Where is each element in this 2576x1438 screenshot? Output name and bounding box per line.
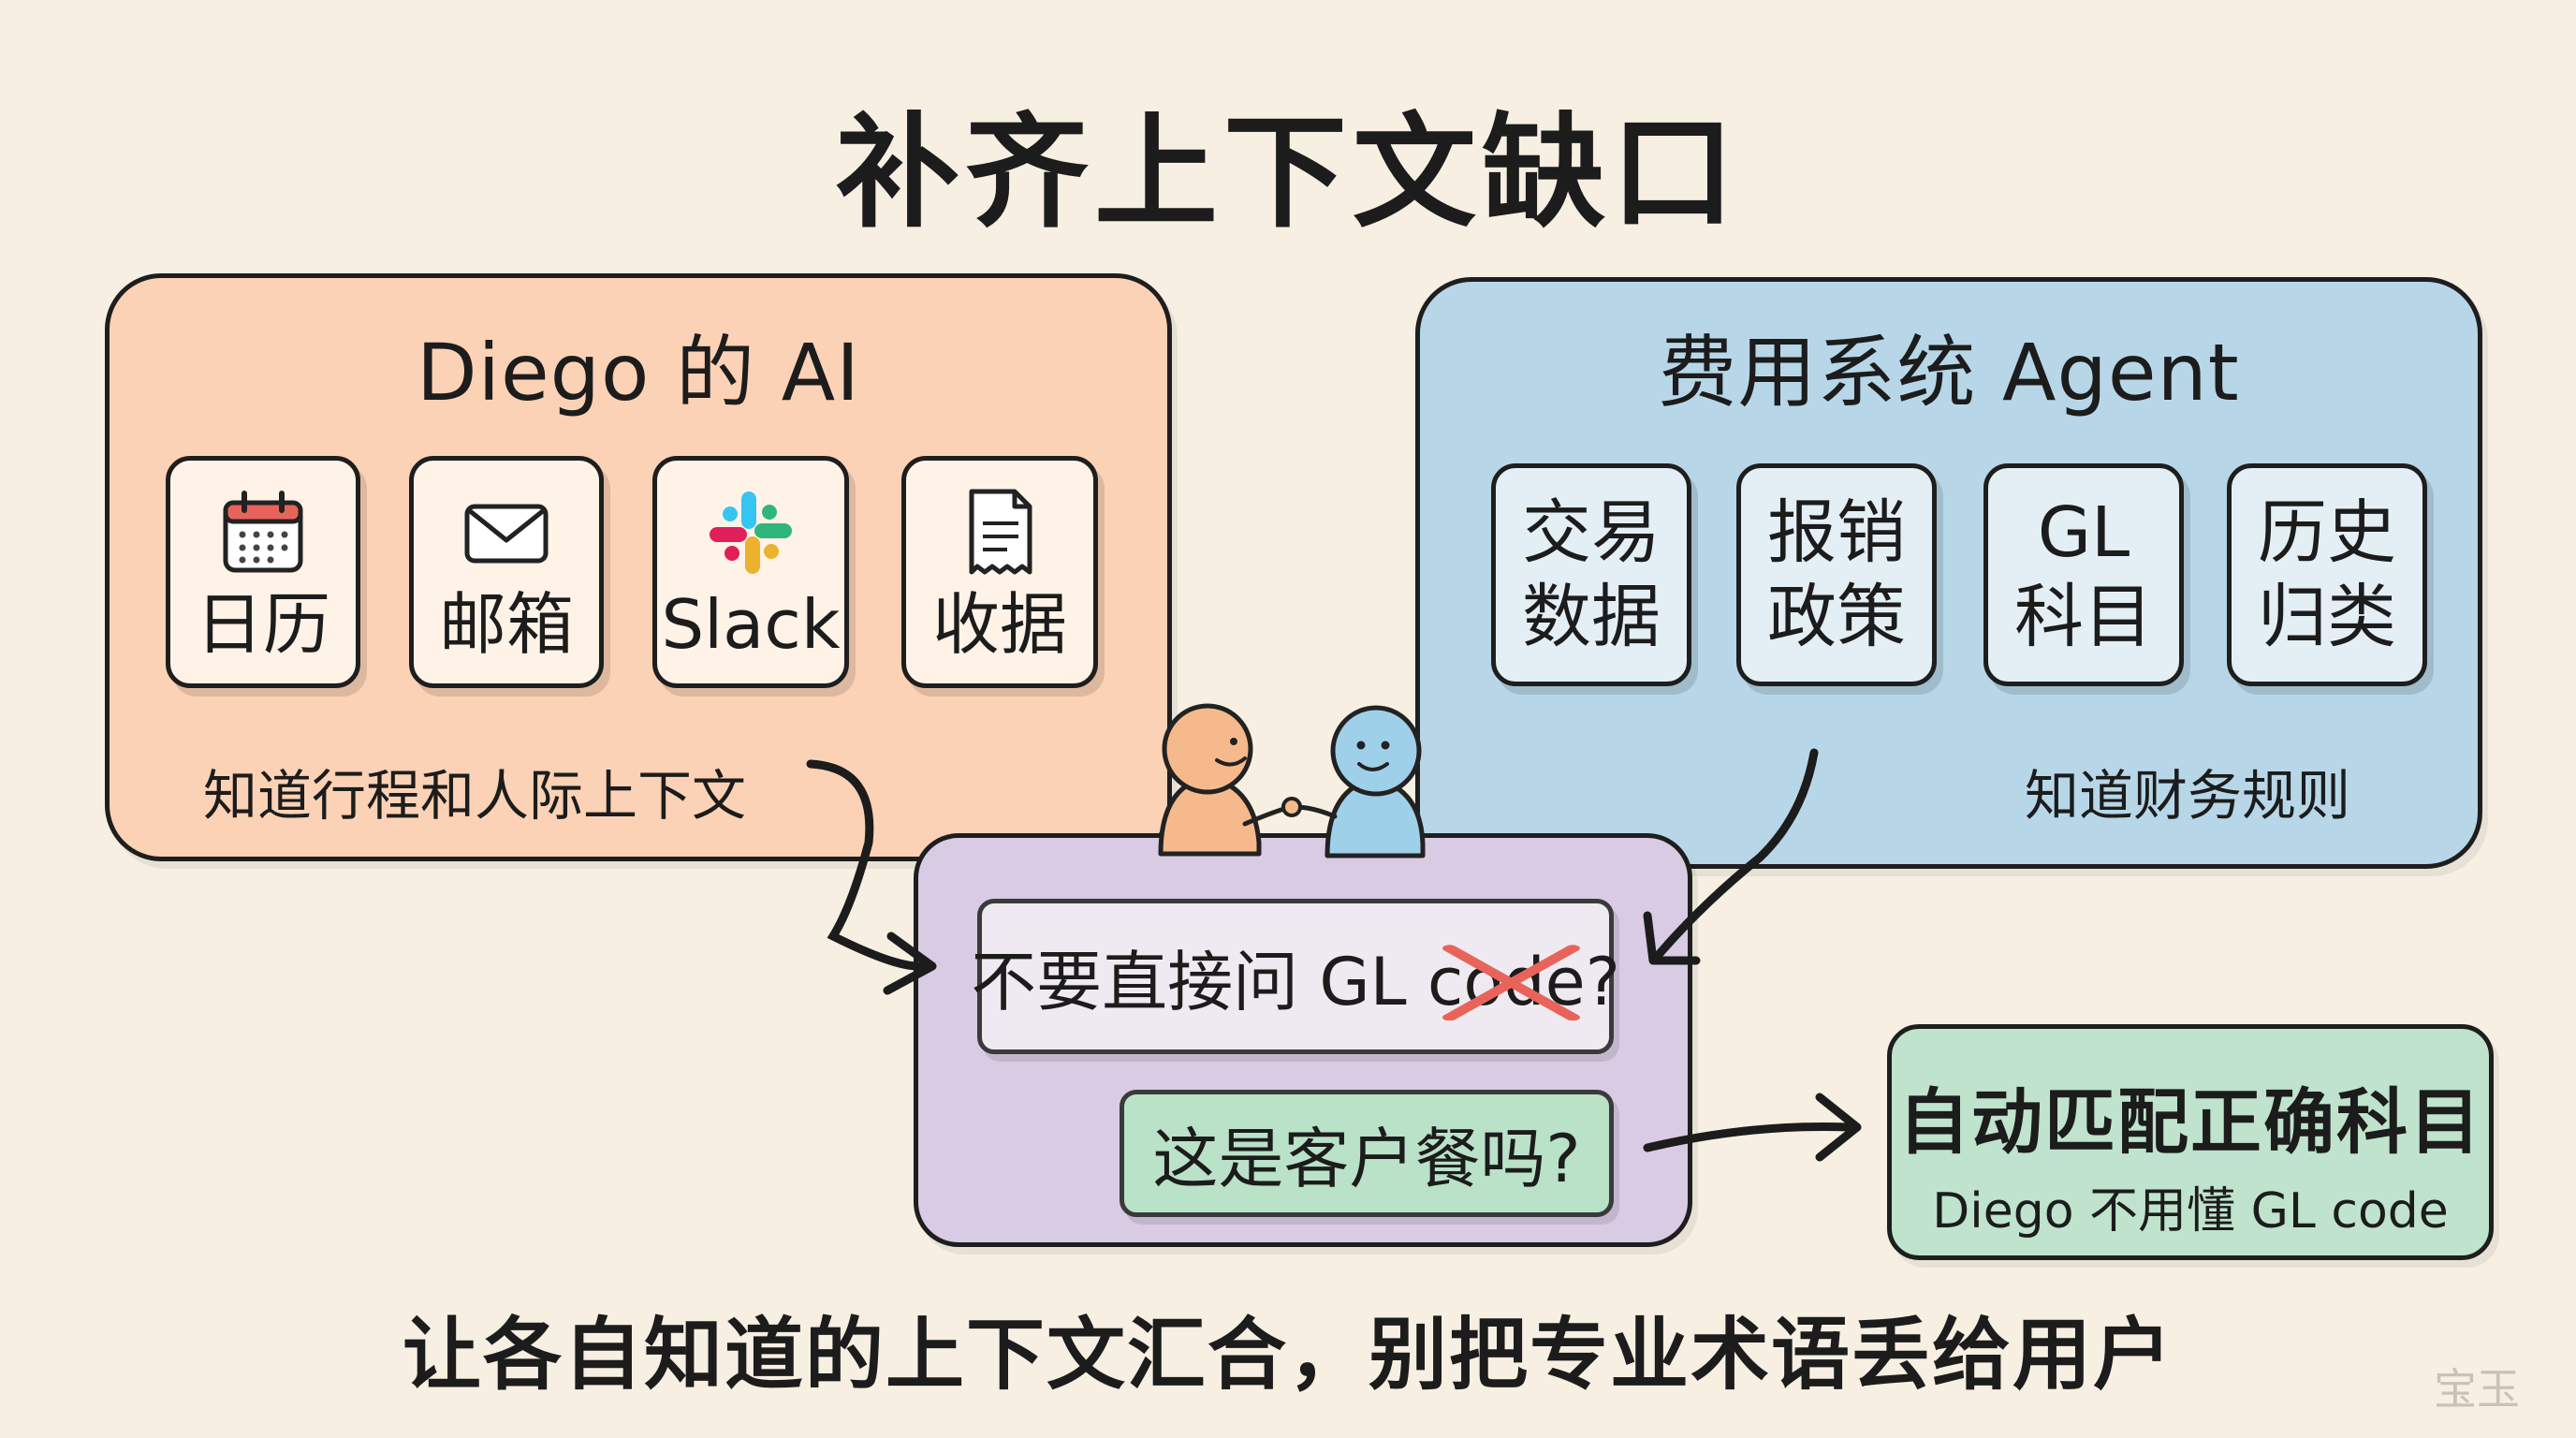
right-caption: 知道财务规则	[2025, 764, 2351, 828]
rejected-question-bubble: 不要直接问 GL code?	[971, 899, 1620, 1054]
panel-result: 自动匹配正确科目 Diego 不用懂 GL code	[1887, 1024, 2494, 1260]
arrow-to-result	[1643, 1093, 1862, 1162]
result-subtitle: Diego 不用懂 GL code	[1932, 1183, 2449, 1240]
card-label-transaction-data: 交易 数据	[1522, 492, 1661, 657]
card-label-history-classification: 历史 归类	[2258, 492, 2396, 657]
page-title: 补齐上下文缺口	[836, 101, 1740, 245]
receipt-icon	[969, 489, 1032, 575]
rejected-question-suffix: ?	[1585, 943, 1620, 1020]
slack-icon	[710, 492, 792, 574]
struck-word: code	[1427, 944, 1586, 1020]
result-title: 自动匹配正确科目	[1898, 1080, 2482, 1164]
card-label-slack: Slack	[661, 585, 841, 664]
card-label-reimbursement-policy: 报销 政策	[1767, 492, 1906, 657]
card-receipt: 收据	[901, 456, 1098, 688]
asked-question-bubble: 这是客户餐吗?	[1120, 1090, 1614, 1217]
card-label-receipt: 收据	[931, 585, 1067, 664]
card-transaction-data: 交易 数据	[1491, 463, 1691, 686]
cross-mark-icon	[1442, 944, 1580, 1020]
card-mail: 邮箱	[409, 456, 604, 688]
rejected-question-prefix: 不要直接问 GL	[971, 943, 1427, 1020]
panel-expense-agent: 费用系统 Agent 交易 数据 报销 政策 GL 科目 历史 归类 知道财务规…	[1415, 277, 2482, 869]
card-gl-accounts: GL 科目	[1983, 463, 2184, 686]
arrow-left-to-question	[806, 759, 937, 995]
calendar-icon	[223, 491, 303, 573]
panel-diego-ai: Diego 的 AI 日历 邮箱	[105, 273, 1172, 861]
panel-title-diego-ai: Diego 的 AI	[416, 327, 861, 418]
card-label-mail: 邮箱	[438, 585, 574, 664]
footer-message: 让各自知道的上下文汇合，别把专业术语丢给用户	[402, 1309, 2174, 1401]
watermark: 宝玉	[2434, 1364, 2520, 1415]
card-reimbursement-policy: 报销 政策	[1736, 463, 1937, 686]
left-caption: 知道行程和人际上下文	[203, 764, 747, 828]
card-label-gl-accounts: GL 科目	[2014, 492, 2153, 657]
arrow-right-to-question	[1643, 748, 1819, 965]
rejected-question-text: 不要直接问 GL code?	[971, 930, 1620, 1024]
card-label-calendar: 日历	[195, 585, 330, 664]
card-slack: Slack	[652, 456, 849, 688]
panel-title-expense-agent: 费用系统 Agent	[1658, 327, 2240, 418]
person-orange-icon	[1158, 703, 1293, 857]
card-calendar: 日历	[166, 456, 360, 688]
person-blue-icon	[1281, 705, 1426, 858]
card-history-classification: 历史 归类	[2227, 463, 2427, 686]
envelope-icon	[464, 504, 549, 564]
asked-question-text: 这是客户餐吗?	[1152, 1120, 1581, 1197]
